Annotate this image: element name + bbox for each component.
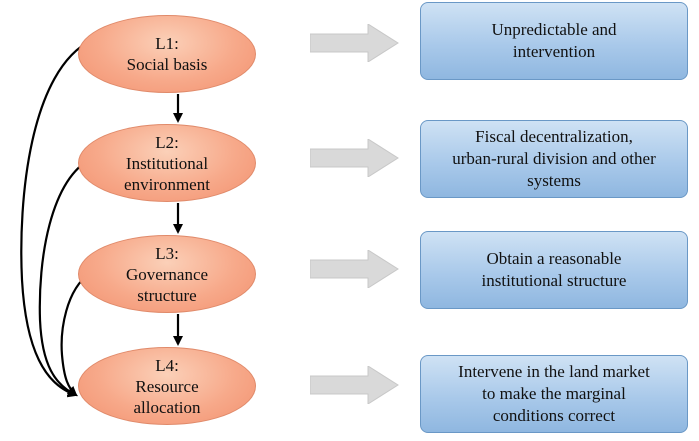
level-3-ellipse: L3: Governance structure <box>78 235 256 313</box>
curve-l1-to-l4 <box>20 39 93 398</box>
description-box-3: Obtain a reasonable institutional struct… <box>420 231 688 309</box>
description-box-2: Fiscal decentralization, urban-rural div… <box>420 120 688 198</box>
level-3-code: L3: <box>155 243 179 263</box>
level-2-ellipse: L2: Institutional environment <box>78 124 256 202</box>
level-4-name-line-2: allocation <box>133 397 201 417</box>
block-arrow-4 <box>310 366 399 404</box>
level-1-ellipse: L1: Social basis <box>78 15 256 93</box>
description-2-line-1: Fiscal decentralization, <box>475 127 633 146</box>
level-2-name-line-2: environment <box>124 174 210 194</box>
level-4-ellipse: L4: Resource allocation <box>78 347 256 425</box>
description-3-line-2: institutional structure <box>481 271 627 290</box>
description-3-line-1: Obtain a reasonable <box>486 249 622 268</box>
description-2-line-2: urban-rural division and other <box>452 149 656 168</box>
description-1-line-1: Unpredictable and <box>491 20 617 39</box>
description-box-4: Intervene in the land market to make the… <box>420 355 688 433</box>
block-arrow-2 <box>310 139 399 177</box>
level-1-code: L1: <box>155 34 179 53</box>
level-4-code: L4: <box>155 355 179 375</box>
block-arrow-3 <box>310 250 399 288</box>
description-4-line-2: to make the marginal <box>482 384 626 403</box>
level-3-name-line-2: structure <box>137 285 197 305</box>
description-2-line-3: systems <box>527 171 581 190</box>
level-4-name-line-1: Resource <box>135 376 199 396</box>
curve-l2-to-l4 <box>38 157 93 397</box>
description-box-1: Unpredictable and intervention <box>420 2 688 80</box>
description-4-line-1: Intervene in the land market <box>458 362 650 381</box>
level-3-name-line-1: Governance <box>125 264 209 284</box>
description-1-line-2: intervention <box>512 42 596 61</box>
curve-l3-to-l4 <box>60 272 91 397</box>
description-4-line-3: conditions correct <box>492 406 616 425</box>
level-2-name-line-1: Institutional <box>125 153 209 173</box>
level-1-name: Social basis <box>126 55 208 74</box>
level-2-code: L2: <box>155 132 179 152</box>
block-arrow-1 <box>310 24 399 62</box>
